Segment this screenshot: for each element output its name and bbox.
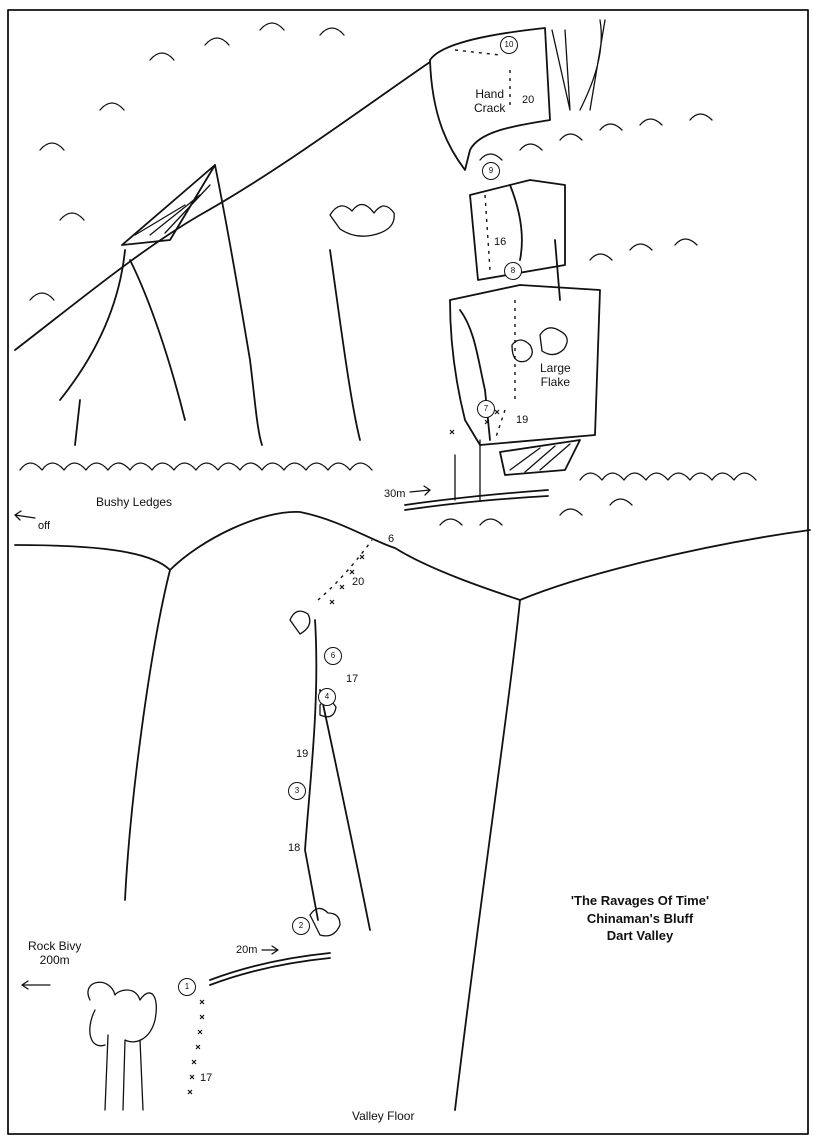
bushy-ledges-label: Bushy Ledges [96,495,173,509]
bushy-ledges-bush-line [19,439,757,526]
pitch-3-grade: 19 [296,748,309,760]
traverse-20m-label: 20m [236,944,258,956]
belay-marker: 9 [482,162,500,180]
flake-base-hatch [499,439,581,476]
traverse-30m-label: 30m [384,488,406,500]
belay-marker: 7 [477,400,495,418]
pitch-4-grade: 17 [346,673,359,685]
belay-marker: 6 [388,533,395,545]
off-label: off [38,520,51,532]
lower-left-edge [124,569,171,901]
trees [87,981,157,1111]
belay-marker: 1 [178,978,196,996]
pitch-1-grade: 17 [200,1072,213,1084]
arrow-30m [409,485,431,496]
arrow-20m [261,945,279,955]
large-flake-block [449,284,601,446]
route-crosses [187,409,500,1095]
hand-crack-block [429,27,551,171]
belay-marker: 10 [500,36,518,54]
lower-skyline [14,511,811,601]
bush-line-mid [329,113,713,261]
hatched-wedge [121,164,216,246]
rock-bivy-label: Rock Bivy 200m [28,939,82,967]
pitch-8-block [469,179,566,281]
belay-marker: 2 [292,917,310,935]
belay-marker: 6 [324,647,342,665]
pitch-7-grade: 19 [516,414,529,426]
route-name: 'The Ravages Of Time' [570,893,710,908]
traverse-lower [209,952,331,986]
left-crack [214,164,263,446]
pitch-5-grade: 20 [352,576,365,588]
main-lower-crack [304,619,371,931]
large-flake-label: Large Flake [540,361,571,389]
topo-title: 'The Ravages Of Time' Chinaman's Bluff D… [540,892,740,945]
arrow-off [14,510,36,521]
traverse-upper [404,489,549,511]
upper-bush-line [29,22,345,301]
belay-marker: 8 [504,262,522,280]
pitch-10-grade: 20 [522,94,535,106]
hand-crack-label: Hand Crack [474,87,506,115]
belay-marker: 3 [288,782,306,800]
crag-name: Chinaman's Bluff [586,910,694,926]
arrow-rock-bivy [21,980,51,990]
valley-floor-label: Valley Floor [352,1109,415,1123]
belay-marker: 4 [318,688,336,706]
pitch-8-grade: 16 [494,236,507,248]
upper-ridgeline [14,61,431,351]
lower-right-edge [454,599,521,1111]
frame [7,9,809,1135]
pitch-2-grade: 18 [288,842,301,854]
area-name: Dart Valley [606,928,674,944]
